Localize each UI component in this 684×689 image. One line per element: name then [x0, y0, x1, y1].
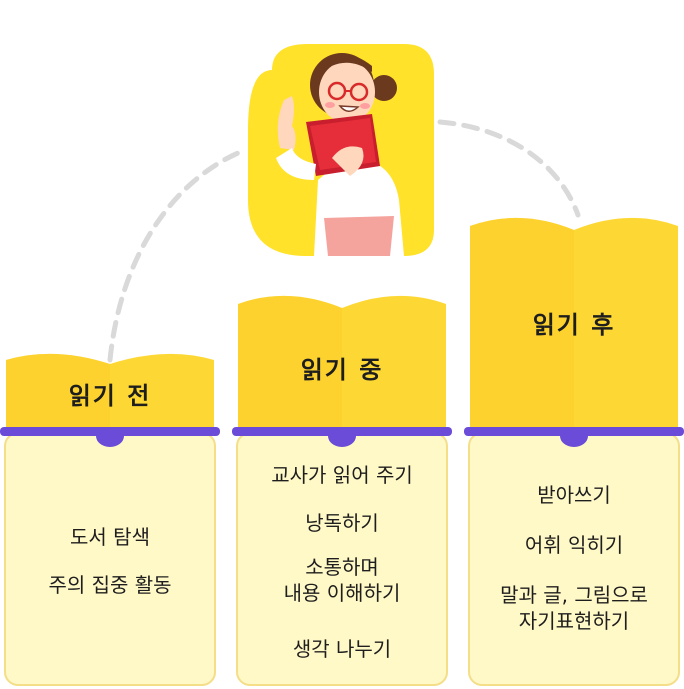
stage-3-title: 읽기 후 — [532, 311, 616, 339]
stage-1-item: 도서 탐색 — [70, 525, 150, 549]
stage-1-item: 주의 집중 활동 — [48, 573, 172, 597]
stage-2-item: 낭독하기 — [305, 511, 379, 535]
stage-2-card: 교사가 읽어 주기 낭독하기 소통하며 내용 이해하기 생각 나누기 — [236, 432, 448, 686]
stage-2-title: 읽기 중 — [300, 356, 384, 384]
stage-2-book-banner — [238, 295, 446, 428]
stage-2-item: 소통하며 내용 이해하기 — [283, 555, 401, 605]
stage-2-item: 생각 나누기 — [292, 637, 392, 661]
stage-3-item: 말과 글, 그림으로 자기표현하기 — [500, 583, 648, 633]
stage-1-book-banner — [6, 353, 214, 428]
stage-1-title: 읽기 전 — [68, 382, 152, 410]
stage-3-item: 받아쓰기 — [537, 483, 611, 507]
stage-3-item: 어휘 익히기 — [524, 533, 624, 557]
stage-1-card: 도서 탐색 주의 집중 활동 — [4, 432, 216, 686]
teacher-with-book-icon — [248, 44, 434, 256]
stage-2-item: 교사가 읽어 주기 — [271, 463, 413, 487]
stage-3-book-banner — [470, 217, 678, 428]
stage-3-card: 받아쓰기 어휘 익히기 말과 글, 그림으로 자기표현하기 — [468, 432, 680, 686]
